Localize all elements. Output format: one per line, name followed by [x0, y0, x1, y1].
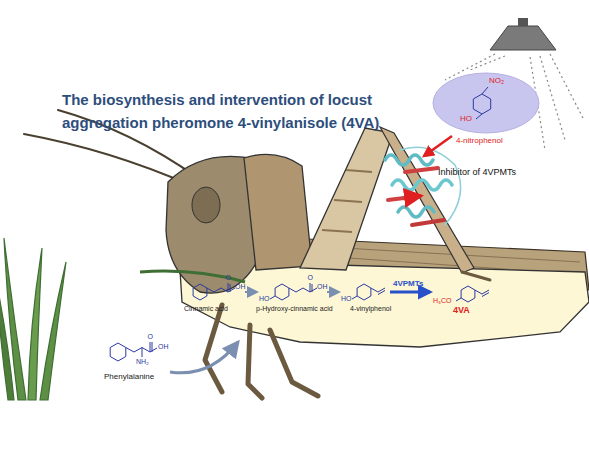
annotation: Inhibitor of 4VPMTs	[438, 168, 516, 177]
compound-name: 4-vinylphenol	[350, 305, 391, 312]
atom-label: NO₂	[489, 77, 504, 85]
ellipse-outline	[432, 72, 540, 134]
phenylalanine-structure	[110, 342, 157, 361]
figure-title: The biosynthesis and intervention of loc…	[62, 88, 412, 134]
atom-label: O	[308, 274, 313, 281]
grass	[0, 238, 66, 400]
atom-label: H₃CO	[433, 297, 451, 304]
protein-structure	[385, 147, 461, 225]
compound-name: p-Hydroxy-cinnamic acid	[256, 305, 333, 312]
compound-name: Cinnamic acid	[184, 305, 228, 312]
atom-label: HO	[341, 295, 352, 302]
inhibition-arrow	[424, 136, 452, 156]
atom-label: NH₂	[136, 358, 149, 365]
atom-label: OH	[317, 283, 328, 290]
compound-name: Phenylalanine	[104, 373, 154, 381]
pathway-arrows	[245, 292, 430, 293]
hind-femur	[300, 128, 393, 270]
compound-name: 4-nitrophenol	[456, 137, 503, 145]
compound-name: 4VA	[453, 306, 470, 315]
inhibitor-ellipse: NO₂HO4-nitrophenol	[432, 72, 540, 134]
leg	[205, 305, 318, 398]
atom-label: O	[148, 333, 153, 340]
pronotum	[244, 154, 312, 270]
enzyme-name: 4VPMTs	[393, 280, 424, 288]
atom-label: O	[226, 274, 231, 281]
uptake-arrow	[170, 342, 238, 373]
atom-label: OH	[235, 283, 246, 290]
atom-label: OH	[158, 343, 169, 350]
atom-label: HO	[259, 295, 270, 302]
atom-label: HO	[460, 115, 472, 123]
hind-tibia	[380, 127, 474, 273]
